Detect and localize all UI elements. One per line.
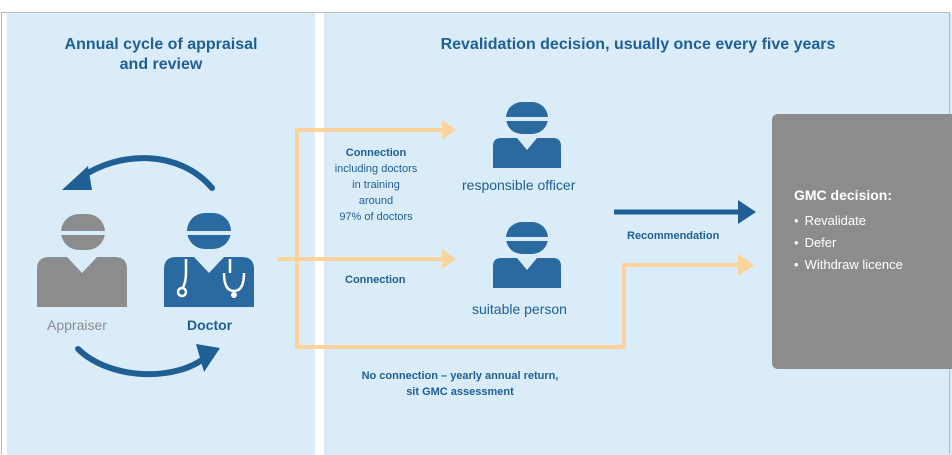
suitable-person-label: suitable person (472, 301, 567, 317)
connection-arrows (278, 120, 754, 349)
arrow-head-no-connection (738, 254, 754, 276)
connection-annotation: Connection including doctors in training… (326, 145, 426, 225)
arrow-head-responsible-officer (442, 120, 456, 140)
arrow-no-connection (295, 259, 744, 349)
gmc-decision-options: Revalidate Defer Withdraw licence (794, 210, 903, 276)
gmc-option-revalidate: Revalidate (794, 210, 903, 232)
connection-suitable-label: Connection (345, 274, 406, 286)
responsible-officer-icon (493, 102, 561, 168)
doctor-label: Doctor (187, 317, 233, 333)
arrow-head-suitable-person (442, 249, 456, 269)
appraiser-icon (37, 214, 127, 307)
connection-line-2: in training (352, 179, 400, 191)
doctor-icon (164, 213, 254, 307)
suitable-person-icon (493, 222, 561, 288)
gmc-option-defer: Defer (794, 232, 903, 254)
appraisal-cycle-panel (7, 13, 315, 455)
connection-line-1: including doctors (334, 163, 418, 175)
gmc-decision-box: GMC decision: Revalidate Defer Withdraw … (772, 114, 952, 369)
no-connection-label: No connection – yearly annual return, si… (361, 370, 559, 398)
connection-line-4: 97% of doctors (339, 211, 413, 223)
appraiser-label: Appraiser (47, 317, 107, 333)
appraisal-cycle-heading: Annual cycle of appraisal and review (64, 36, 258, 73)
gmc-option-withdraw-licence: Withdraw licence (794, 254, 903, 276)
revalidation-heading: Revalidation decision, usually once ever… (440, 36, 836, 53)
cycle-arrow-top (77, 155, 215, 191)
recommendation-arrow (614, 200, 756, 224)
connection-line-3: around (358, 195, 394, 207)
gmc-decision-title: GMC decision: (794, 187, 893, 203)
responsible-officer-label: responsible officer (462, 177, 576, 193)
cycle-arrow-bottom (75, 346, 209, 378)
connection-title: Connection (345, 147, 407, 159)
cycle-arrowhead-top (62, 166, 92, 190)
cycle-arrowhead-bottom (196, 344, 220, 372)
recommendation-label: Recommendation (627, 230, 720, 242)
appraisal-cycle-arrows (75, 155, 215, 378)
